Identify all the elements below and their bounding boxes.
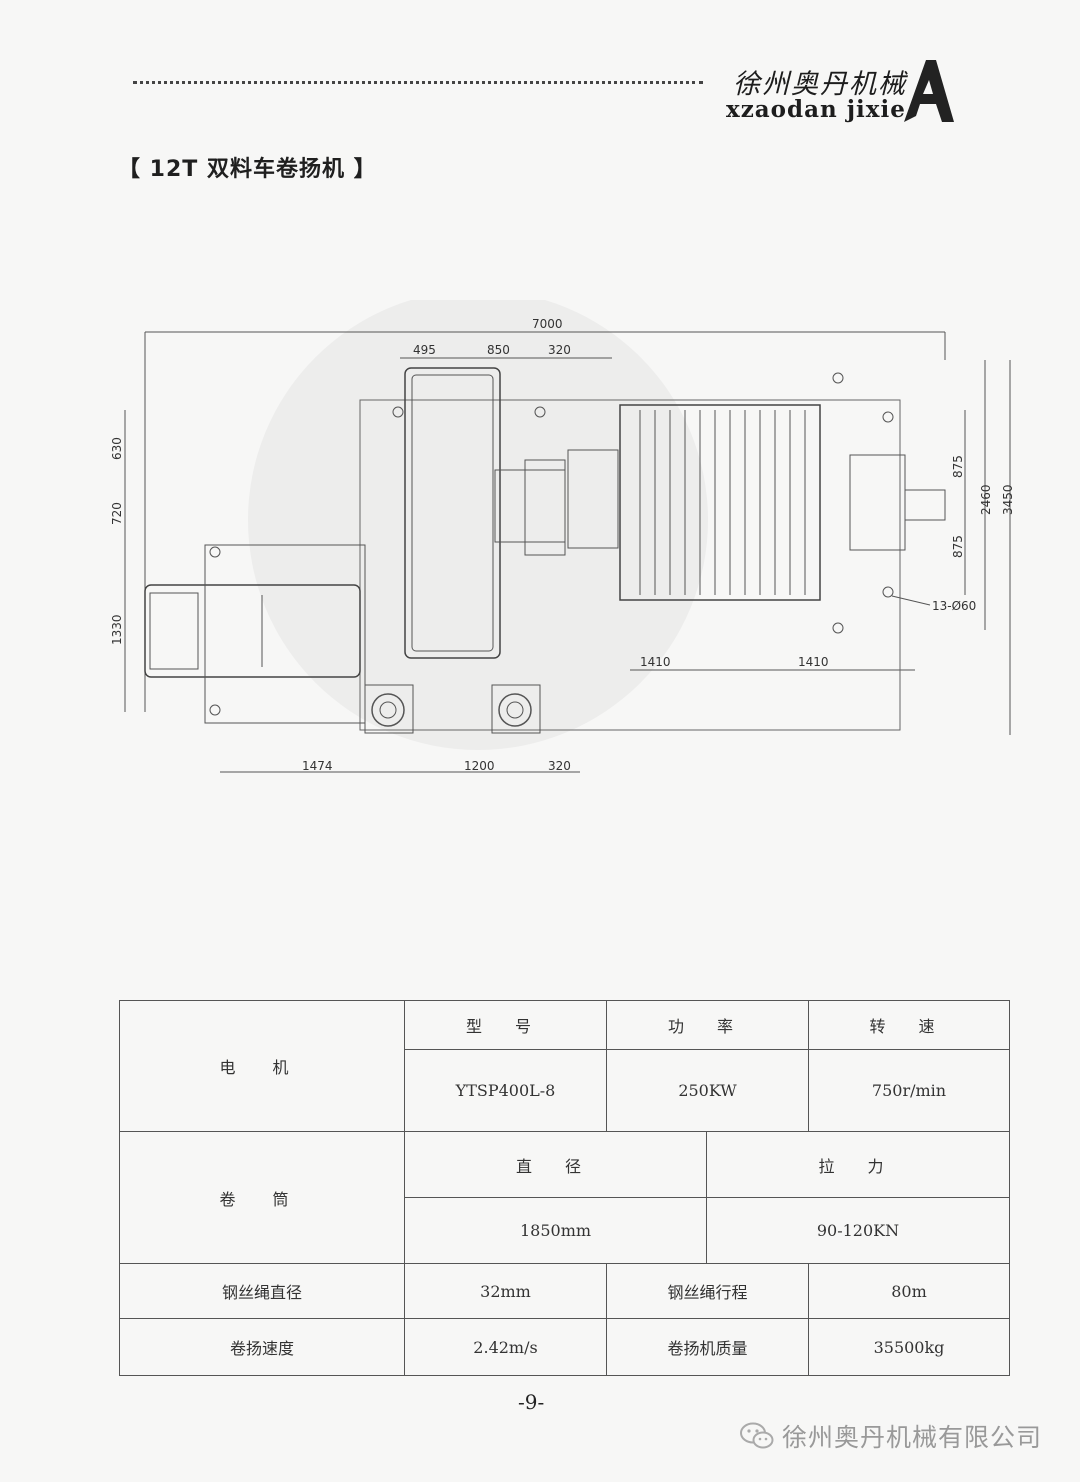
reducer-housing	[404, 367, 501, 659]
rope-diameter-value: 32mm	[404, 1263, 607, 1319]
motor-label: 电 机	[119, 1000, 405, 1132]
logo-letter: A	[900, 58, 901, 59]
tension-value: 90-120KN	[706, 1197, 1010, 1264]
dim-1410-left: 1410	[640, 655, 671, 669]
dim-3450: 3450	[1001, 484, 1015, 515]
motor-body	[144, 584, 361, 678]
winch-drawing: 7000 495 850 320 630 720 1330 1410 1410 …	[110, 300, 1015, 773]
dim-875-top: 875	[951, 455, 965, 478]
hoist-mass-value: 35500kg	[808, 1318, 1010, 1376]
speed-header: 转 速	[808, 1000, 1010, 1050]
dim-630: 630	[110, 437, 124, 460]
watermark-text: 徐州奥丹机械有限公司	[782, 1423, 1043, 1452]
pulley-left	[371, 693, 405, 727]
watermark-circle	[248, 300, 708, 750]
dim-1410-right: 1410	[798, 655, 829, 669]
dim-320-bottom: 320	[548, 759, 571, 773]
pulley-right	[498, 693, 532, 727]
drum-label: 卷 筒	[119, 1131, 405, 1264]
page-title: 【 12T 双料车卷扬机 】	[118, 157, 377, 182]
hoist-speed-value: 2.42m/s	[404, 1318, 607, 1376]
diameter-value: 1850mm	[404, 1197, 707, 1264]
dim-320-top: 320	[548, 343, 571, 357]
hoist-speed-label: 卷扬速度	[119, 1318, 405, 1376]
power-header: 功 率	[606, 1000, 809, 1050]
power-value: 250KW	[606, 1049, 809, 1132]
dim-495: 495	[413, 343, 436, 357]
tension-header: 拉 力	[706, 1131, 1010, 1198]
dim-850: 850	[487, 343, 510, 357]
brand-name-en: xzaodan jixie	[726, 96, 906, 123]
brand-name-cn: 徐州奥丹机械	[733, 69, 907, 100]
wechat-icon	[740, 1422, 774, 1449]
rope-travel-label: 钢丝绳行程	[606, 1263, 809, 1319]
model-header: 型 号	[404, 1000, 607, 1050]
model-value: YTSP400L-8	[404, 1049, 607, 1132]
dim-1474: 1474	[302, 759, 333, 773]
diameter-header: 直 径	[404, 1131, 707, 1198]
brand-logo: A	[900, 58, 954, 122]
speed-value: 750r/min	[808, 1049, 1010, 1132]
dim-1200: 1200	[464, 759, 495, 773]
rope-diameter-label: 钢丝绳直径	[119, 1263, 405, 1319]
watermark: 徐州奥丹机械有限公司	[740, 1418, 1042, 1454]
page-number: -9-	[518, 1390, 545, 1414]
hoist-mass-label: 卷扬机质量	[606, 1318, 809, 1376]
dim-875-bottom: 875	[951, 535, 965, 558]
drum	[619, 404, 821, 601]
dim-1330: 1330	[110, 614, 124, 645]
dim-720: 720	[110, 502, 124, 525]
spec-table: 电 机 型 号 功 率 转 速 YTSP400L-8 250KW 750r/mi…	[119, 1000, 1010, 1376]
rope-travel-value: 80m	[808, 1263, 1010, 1319]
dim-2460: 2460	[979, 484, 993, 515]
dim-7000: 7000	[532, 317, 563, 331]
header-divider	[133, 81, 703, 84]
holes-label: 13-Ø60	[932, 599, 976, 613]
